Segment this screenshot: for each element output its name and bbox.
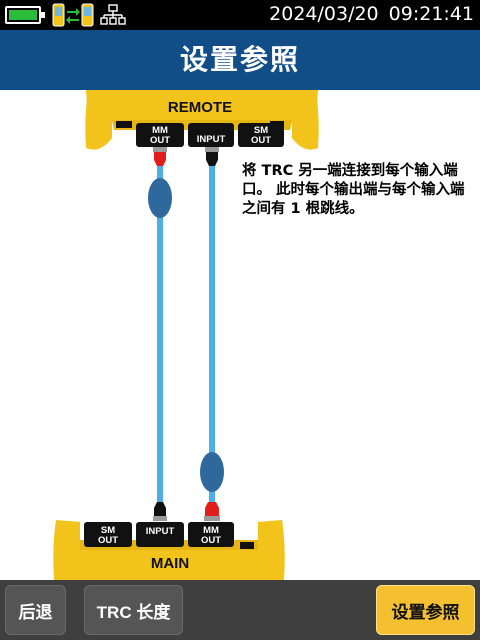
remote-port-mm-out bbox=[136, 123, 184, 147]
status-date: 2024/03/20 bbox=[269, 3, 379, 25]
back-button[interactable]: 后退 bbox=[5, 585, 66, 635]
datetime: 2024/03/20 09:21:41 bbox=[269, 3, 474, 25]
main-port-label: INPUT bbox=[146, 526, 175, 537]
remote-label: REMOTE bbox=[168, 99, 232, 116]
set-reference-button[interactable]: 设置参照 bbox=[376, 585, 475, 635]
remote-link-icon bbox=[52, 3, 94, 27]
cable-mm bbox=[157, 166, 163, 506]
trc-length-button[interactable]: TRC 长度 bbox=[84, 585, 183, 635]
main-label: MAIN bbox=[151, 555, 189, 572]
title-bar: 设置参照 bbox=[0, 30, 480, 90]
main-connectors bbox=[153, 502, 220, 521]
remote-port-label: INPUT bbox=[197, 134, 226, 145]
instruction-text: 将 TRC 另一端连接到每个输入端口。 此时每个输出端与每个输入端之间有 1 根… bbox=[242, 163, 465, 217]
status-bar: 2024/03/20 09:21:41 bbox=[0, 0, 480, 30]
network-icon bbox=[100, 4, 126, 25]
main-port-mm-out bbox=[188, 522, 234, 547]
cable-coupler bbox=[200, 452, 224, 492]
main-port-input bbox=[136, 522, 184, 547]
cable-coupler bbox=[148, 178, 172, 218]
remote-connectors bbox=[153, 147, 219, 166]
page-title: 设置参照 bbox=[179, 43, 300, 76]
status-time: 09:21:41 bbox=[388, 3, 474, 25]
cable-input bbox=[209, 166, 215, 506]
bottom-toolbar: 后退 TRC 长度 设置参照 bbox=[0, 580, 480, 640]
remote-port-input bbox=[188, 123, 234, 147]
remote-port-sm-out bbox=[238, 123, 284, 147]
main-port-sm-out bbox=[84, 522, 132, 547]
battery-full-icon bbox=[5, 6, 45, 24]
